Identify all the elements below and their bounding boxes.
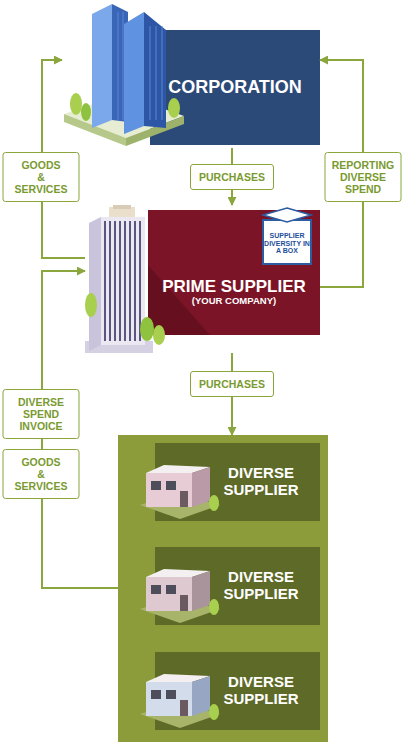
supplier-group: DIVERSE SUPPLIER DIVERSE SUPPLIER DIVERSE … — [118, 435, 328, 742]
window-stripe — [139, 221, 141, 341]
window — [166, 690, 176, 699]
tower-face — [124, 12, 144, 134]
flow-label: DIVERSE SPEND INVOICE — [18, 396, 64, 432]
door — [180, 700, 188, 716]
text-area: SUPPLIER DIVERSITY IN A BOX — [263, 223, 311, 264]
organization-box: CORPORATION — [62, 0, 320, 148]
text-area: PRIME SUPPLIER(YOUR COMPANY) — [148, 268, 320, 316]
flow-label: GOODS & SERVICES — [15, 159, 68, 195]
window-stripe — [119, 221, 121, 341]
window-stripe — [104, 221, 106, 341]
node-subtitle: (YOUR COMPANY) — [192, 296, 276, 307]
flow-label: PURCHASES — [199, 171, 265, 183]
node-title: DIVERSE SUPPLIER — [202, 569, 320, 603]
badge-frame — [263, 220, 311, 264]
window — [151, 481, 161, 490]
tower-face — [92, 4, 112, 128]
window — [166, 585, 176, 594]
building-side — [89, 217, 101, 351]
tree — [70, 93, 82, 115]
building-side — [192, 571, 210, 611]
flow-label-box: GOODS & SERVICES — [3, 152, 80, 202]
window — [166, 481, 176, 490]
text-area: DIVERSE SUPPLIER — [202, 547, 320, 625]
supplier-box: DIVERSE SUPPLIER — [140, 652, 320, 730]
window-stripe — [129, 221, 131, 341]
supplier-box: DIVERSE SUPPLIER — [140, 443, 320, 521]
node-title: CORPORATION — [168, 77, 302, 97]
flow-label-box: GOODS & SERVICES — [3, 449, 80, 499]
window-line — [118, 12, 119, 120]
cap-symbol — [263, 208, 311, 222]
window-stripe — [134, 221, 136, 341]
tower-face — [144, 12, 166, 128]
supplier-box: PRIME SUPPLIER(YOUR COMPANY) SUPPLIER DIV… — [85, 205, 320, 353]
door — [180, 491, 188, 507]
node-title: DIVERSE SUPPLIER — [202, 465, 320, 499]
box-fill — [148, 210, 320, 335]
building-side — [192, 676, 210, 716]
flow-label: GOODS & SERVICES — [15, 456, 68, 492]
tree — [140, 317, 154, 341]
supplier-box: DIVERSE SUPPLIER — [140, 547, 320, 625]
window-line — [150, 26, 151, 120]
building-front — [146, 682, 192, 716]
node-title: DIVERSE SUPPLIER — [202, 674, 320, 708]
tree — [209, 599, 219, 615]
window-line — [162, 26, 163, 120]
node-outline — [62, 0, 320, 148]
node-title: SUPPLIER DIVERSITY IN A BOX — [263, 232, 311, 255]
window-line — [156, 26, 157, 120]
text-area: DIVERSE SUPPLIER — [202, 443, 320, 521]
tree — [209, 704, 219, 720]
flow-label-box: PURCHASES — [190, 371, 274, 397]
roof-cap — [113, 205, 131, 209]
building-side — [192, 467, 210, 507]
window-stripe — [114, 221, 116, 341]
text-area: CORPORATION — [150, 30, 320, 145]
window-line — [123, 12, 124, 120]
tree — [209, 495, 219, 511]
window-stripe — [124, 221, 126, 341]
building-front — [146, 473, 192, 507]
flow-label: PURCHASES — [199, 378, 265, 390]
window — [151, 585, 161, 594]
tree — [81, 103, 91, 121]
flow-label: REPORTING DIVERSE SPEND — [332, 159, 394, 195]
node-title: PRIME SUPPLIER — [162, 277, 306, 296]
panel-fill — [118, 435, 328, 742]
logo-badge: SUPPLIER DIVERSITY IN A BOX — [261, 208, 313, 266]
flow-label-box: DIVERSE SPEND INVOICE — [3, 389, 80, 439]
box-fill — [150, 30, 320, 145]
tree — [153, 325, 165, 345]
building-front — [146, 577, 192, 611]
flow-label-box: PURCHASES — [190, 164, 274, 190]
flow-label-box: REPORTING DIVERSE SPEND — [325, 152, 402, 202]
door — [180, 595, 188, 611]
tree — [168, 98, 180, 118]
window — [151, 690, 161, 699]
text-area: DIVERSE SUPPLIER — [202, 652, 320, 730]
building-front — [101, 217, 145, 345]
tree — [85, 293, 97, 317]
window-stripe — [109, 221, 111, 341]
